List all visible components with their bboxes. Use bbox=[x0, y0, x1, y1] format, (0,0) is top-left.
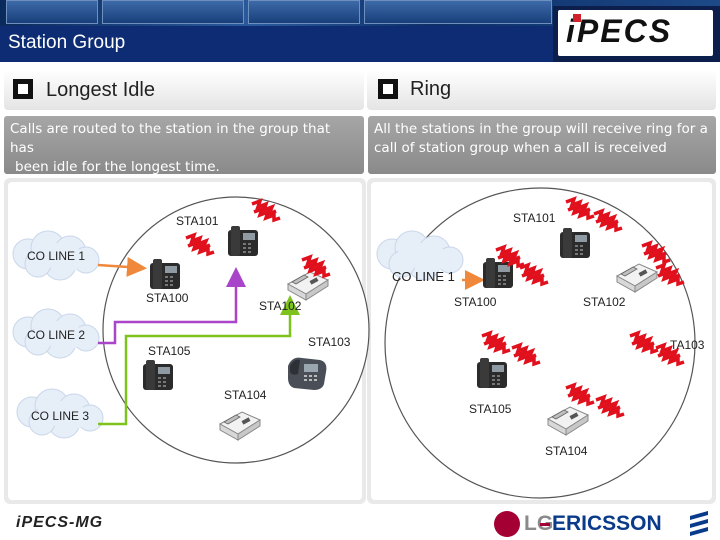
longest-idle-heading-box bbox=[4, 70, 364, 110]
top-decorative-banner bbox=[0, 0, 720, 26]
ring-description: All the stations in the group will recei… bbox=[368, 116, 716, 174]
station-label-sta105: STA105 bbox=[148, 344, 191, 358]
ring-heading: Ring bbox=[410, 78, 452, 100]
station-label-sta100: STA100 bbox=[454, 295, 497, 309]
co-line-1-label: CO LINE 1 bbox=[392, 269, 455, 284]
station-label-sta100: STA100 bbox=[146, 291, 189, 305]
station-label-sta102: STA102 bbox=[259, 299, 302, 313]
logo-dash bbox=[540, 523, 550, 526]
ipecs-logo-dot bbox=[573, 14, 581, 22]
ericsson-logo-text: ERICSSON bbox=[552, 512, 662, 535]
station-label-sta101: STA101 bbox=[176, 214, 219, 228]
ericsson-mark-icon bbox=[690, 511, 708, 536]
ring-heading-box bbox=[367, 70, 716, 110]
longest-idle-heading: Longest Idle bbox=[46, 79, 155, 101]
page-title: Station Group bbox=[8, 32, 126, 53]
lg-logo-icon bbox=[494, 511, 520, 537]
co-line-1-label: CO LINE 1 bbox=[27, 249, 86, 263]
ipecs-logo: iPECS bbox=[566, 13, 673, 49]
station-label-sta104: STA104 bbox=[224, 388, 267, 402]
station-label-sta103: TA103 bbox=[670, 338, 705, 352]
ipecs-mg-logo: iPECS-MG bbox=[16, 514, 104, 531]
co-line-2-label: CO LINE 2 bbox=[27, 328, 86, 342]
co-line-3-label: CO LINE 3 bbox=[31, 409, 90, 423]
title-bar bbox=[0, 26, 553, 62]
square-bullet-icon bbox=[13, 79, 33, 99]
station-label-sta104: STA104 bbox=[545, 444, 588, 458]
station-label-sta102: STA102 bbox=[583, 295, 626, 309]
ring-description-line-1: All the stations in the group will recei… bbox=[374, 121, 708, 137]
lg-logo-text: LG bbox=[524, 512, 554, 535]
station-label-sta103: STA103 bbox=[308, 335, 351, 349]
longest-idle-description: Calls are routed to the station in the g… bbox=[4, 116, 364, 175]
longest-idle-description-line-2: been idle for the longest time. bbox=[15, 159, 220, 175]
square-bullet-icon bbox=[378, 79, 398, 99]
ring-description-line-2: call of station group when a call is rec… bbox=[374, 140, 667, 156]
station-label-sta105: STA105 bbox=[469, 402, 512, 416]
brand-logo-panel bbox=[558, 10, 713, 56]
station-label-sta101: STA101 bbox=[513, 211, 556, 225]
longest-idle-description-line-1: Calls are routed to the station in the g… bbox=[10, 121, 331, 156]
